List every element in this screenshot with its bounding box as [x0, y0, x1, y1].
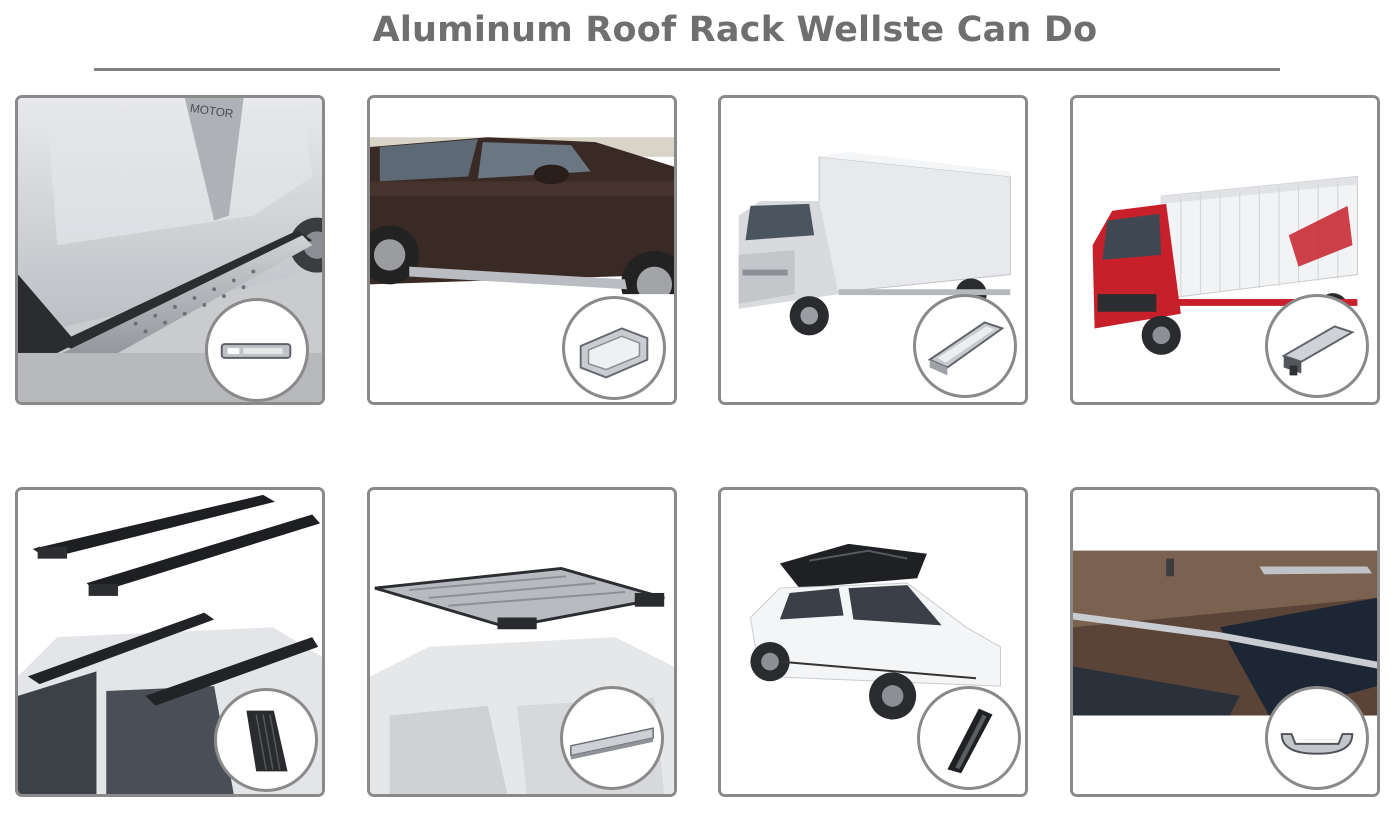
page-title: Aluminum Roof Rack Wellste Can Do [372, 10, 1098, 50]
rail-profile-icon [913, 294, 1017, 398]
roof-basket-rack-photo [370, 490, 674, 794]
product-card-red-truck[interactable] [1070, 95, 1380, 405]
product-card-roof-basket[interactable] [367, 487, 677, 797]
product-card-box-truck[interactable] [718, 95, 1028, 405]
running-board-suv-photo: MOTOR [18, 98, 322, 402]
product-card-running-board[interactable]: MOTOR [15, 95, 325, 405]
flat-bar-profile-icon [560, 686, 664, 790]
flat-profile-icon [205, 298, 309, 402]
product-card-roof-box[interactable] [718, 487, 1028, 797]
black-ribbed-profile-icon [214, 688, 318, 792]
black-rail-profile-icon [917, 686, 1021, 790]
roof-box-white-suv-photo [721, 490, 1025, 794]
channel-profile-icon [1265, 294, 1369, 398]
product-card-crossbars[interactable] [15, 487, 325, 797]
product-card-roof-rail[interactable] [1070, 487, 1380, 797]
title-divider [94, 68, 1280, 71]
hollow-step-profile-icon [562, 296, 666, 400]
c-section-profile-icon [1265, 686, 1369, 790]
svg-text:MOTOR: MOTOR [189, 102, 234, 121]
product-card-side-step[interactable] [367, 95, 677, 405]
